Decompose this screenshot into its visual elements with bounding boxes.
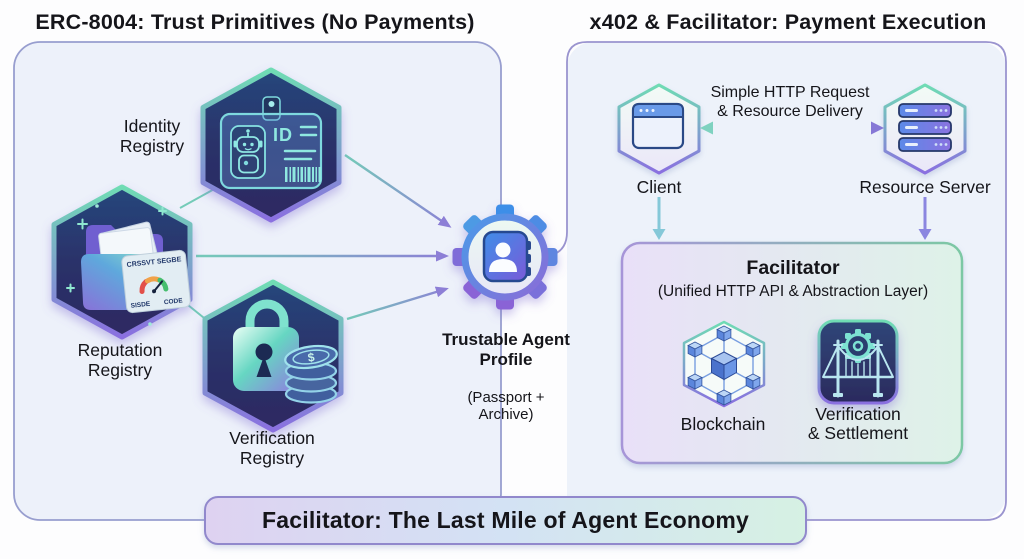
padlock-icon xyxy=(233,299,299,391)
identity-registry-hexagon: ID xyxy=(200,67,342,223)
client-label: Client xyxy=(636,177,682,197)
agent-profile-title: Trustable Agent Profile xyxy=(442,330,570,369)
resource-server-hexagon xyxy=(883,83,967,175)
agent-profile-subtitle: (Passport + Archive) xyxy=(467,389,545,423)
left-section-title: ERC-8004: Trust Primitives (No Payments) xyxy=(35,10,475,34)
arrow-verification-to-profile xyxy=(346,286,449,321)
bottom-banner xyxy=(204,496,807,545)
arrow-identity-to-profile xyxy=(344,154,452,228)
blockchain-hexagon xyxy=(682,320,766,408)
sparkle-icon xyxy=(66,204,167,326)
agent-profile-label: Trustable Agent Profile (Passport + Arch… xyxy=(426,312,586,441)
id-card-text: ID xyxy=(273,125,293,145)
identity-registry-label: Identity Registry xyxy=(119,116,185,156)
browser-window-icon xyxy=(631,102,685,150)
blockchain-label: Blockchain xyxy=(680,414,766,434)
facilitator-subtitle: (Unified HTTP API & Abstraction Layer) xyxy=(657,283,929,300)
barcode xyxy=(285,167,321,182)
facilitator-box xyxy=(620,241,964,465)
reputation-registry-hexagon: CRSSVT SEGBE SISDE CODE xyxy=(51,184,193,340)
credit-card-caption-left: SISDE xyxy=(130,301,151,310)
right-section-title: x402 & Facilitator: Payment Execution xyxy=(589,10,987,34)
gear-small-icon xyxy=(841,329,875,363)
arrow-client-to-facilitator xyxy=(652,197,666,240)
score-gauge-icon xyxy=(139,276,169,295)
agent-profile-gear-icon xyxy=(452,204,558,310)
resource-server-label: Resource Server xyxy=(859,177,991,197)
credit-score-card: CRSSVT SEGBE SISDE CODE xyxy=(121,249,191,314)
bridge-icon xyxy=(822,339,894,398)
credit-card-caption-right: CODE xyxy=(164,297,184,306)
facilitator-title: Facilitator xyxy=(746,257,840,279)
server-stack-icon xyxy=(898,103,952,152)
http-double-arrow xyxy=(700,121,884,135)
banner-text: Facilitator: The Last Mile of Agent Econ… xyxy=(262,507,749,533)
arrow-server-to-facilitator xyxy=(918,197,932,240)
verification-registry-hexagon: $ xyxy=(202,279,344,433)
address-book-icon xyxy=(482,230,531,283)
id-card-icon: ID xyxy=(219,96,323,190)
client-hexagon xyxy=(617,83,701,175)
settlement-bridge-icon xyxy=(817,319,899,405)
reputation-registry-label: Reputation Registry xyxy=(77,340,163,380)
dollar-symbol: $ xyxy=(307,350,316,365)
http-arrow-label: Simple HTTP Request & Resource Delivery xyxy=(710,84,870,120)
coins-icon: $ xyxy=(284,344,338,404)
blockchain-network-icon xyxy=(687,325,761,406)
verification-registry-label: Verification Registry xyxy=(229,428,315,468)
robot-avatar-icon xyxy=(233,129,263,174)
settlement-label: Verification & Settlement xyxy=(807,404,909,443)
